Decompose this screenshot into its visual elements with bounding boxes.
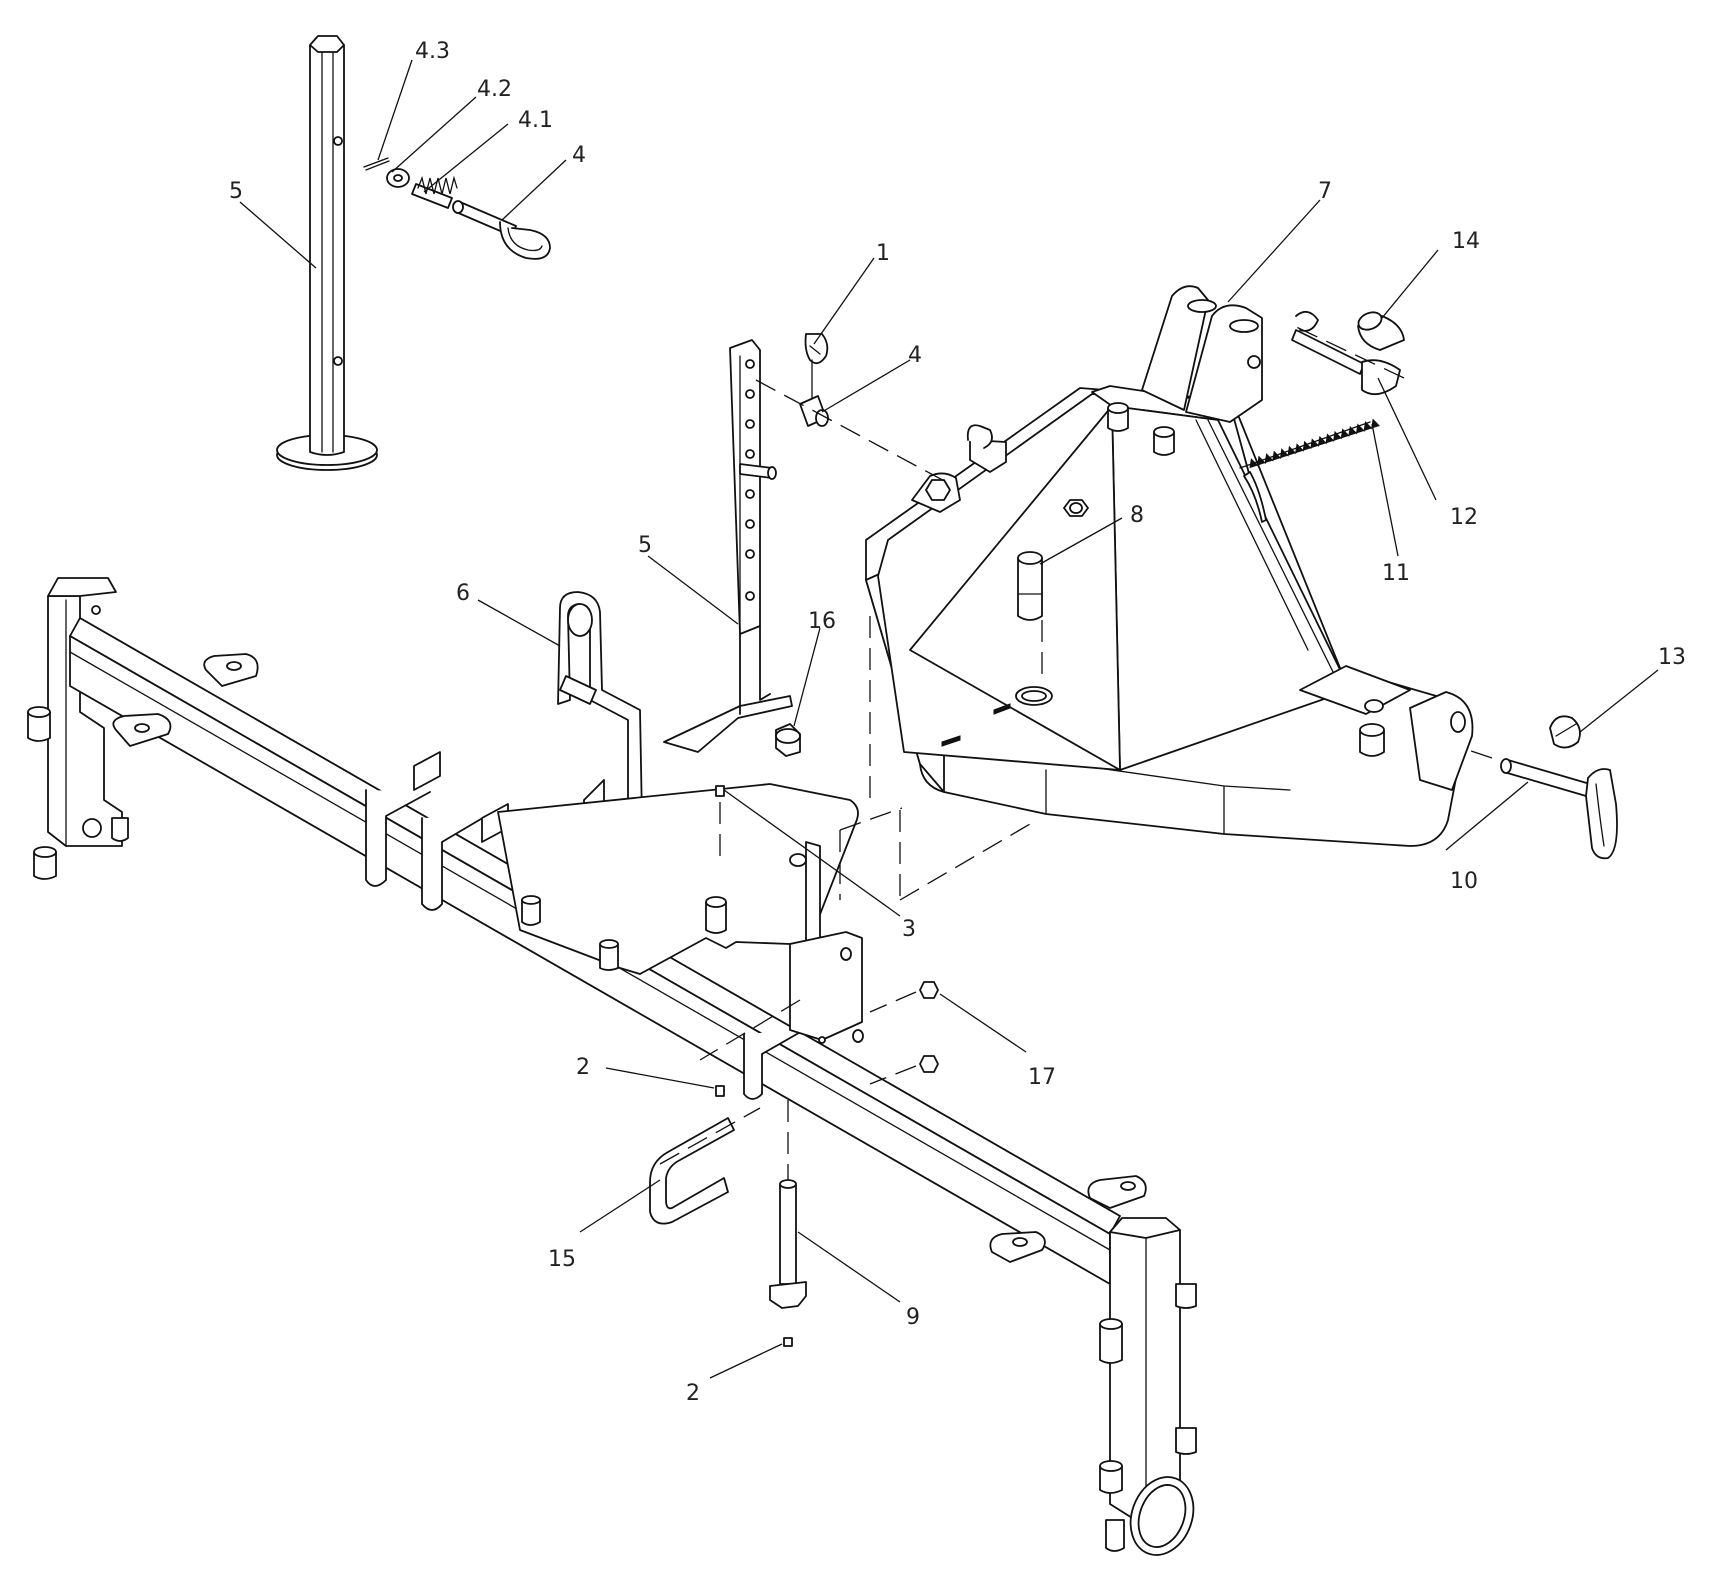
callout-2-lower: 2 [686,1381,700,1406]
grease-fittings-part-2 [715,785,793,1347]
callout-labels: 4.3 4.2 4.1 4 5 1 4 5 6 7 8 14 12 11 13 … [229,39,1686,1406]
callout-4-2: 4.2 [477,77,512,102]
bolt-part-9 [769,1179,807,1309]
callout-11: 11 [1382,561,1410,586]
r-clip-part-13 [1549,715,1581,749]
callout-15: 15 [548,1247,576,1272]
pin-set-part-4 [363,157,551,260]
hitch-body-part-7 [865,285,1474,847]
callout-16: 16 [808,609,836,634]
bushing-part-14 [1357,311,1405,351]
adjustable-stand-part-5 [663,339,793,753]
callout-5-center: 5 [638,533,652,558]
callout-6: 6 [456,581,470,606]
callout-10: 10 [1450,869,1478,894]
stand-post-part-5 [276,35,378,471]
callout-4-center: 4 [908,343,922,368]
callout-8: 8 [1130,503,1144,528]
hitch-pin-part-10 [1500,758,1618,860]
nut-part-16 [775,723,801,757]
nuts-part-17 [919,981,939,1073]
hidden-lines [659,323,1493,1180]
callout-2-upper: 2 [576,1055,590,1080]
callout-4-top: 4 [572,143,586,168]
callout-12: 12 [1450,505,1478,530]
callout-4-3: 4.3 [415,39,450,64]
callout-14: 14 [1452,229,1480,254]
callout-17: 17 [1028,1065,1056,1090]
callout-13: 13 [1658,645,1686,670]
callout-9: 9 [906,1305,920,1330]
chain-part-11 [1239,418,1380,523]
mount-plate [497,783,864,1044]
callout-1: 1 [876,241,890,266]
callout-4-1: 4.1 [518,108,553,133]
callout-3: 3 [902,917,916,942]
u-bolt-clamps [365,751,813,1100]
callout-5-top: 5 [229,179,243,204]
clip-pin-part-1 [804,333,829,399]
callout-7: 7 [1318,179,1332,204]
u-bolt-part-15 [649,1117,735,1225]
leader-lines [239,59,1659,1379]
lynch-pin-part-12 [1291,310,1401,396]
